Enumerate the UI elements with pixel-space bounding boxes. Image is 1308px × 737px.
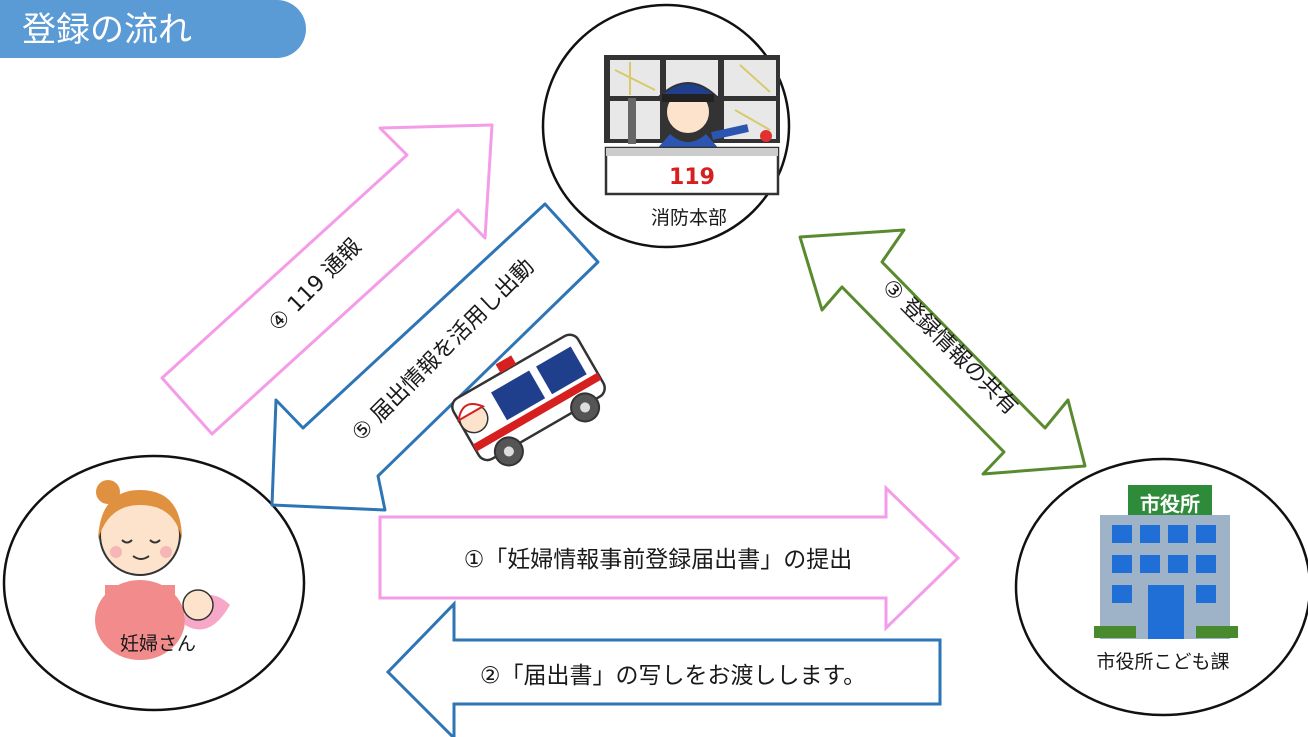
city-hall-illustration: 市役所 — [1094, 485, 1238, 639]
step3-arrow — [798, 228, 1087, 476]
step1-label: ①「妊婦情報事前登録届出書」の提出 — [464, 547, 853, 573]
city-hall-sign: 市役所 — [1140, 492, 1200, 516]
header: 登録の流れ — [0, 0, 306, 58]
dispatcher-illustration: 119 — [604, 55, 780, 196]
page-title: 登録の流れ — [22, 10, 192, 50]
pregnant-woman-illustration — [95, 480, 230, 660]
step4-arrow — [160, 123, 494, 436]
header-bg — [0, 0, 306, 58]
ambulance-illustration — [451, 333, 606, 467]
step5-arrow — [270, 202, 600, 512]
step1-arrow — [378, 484, 961, 632]
step2-label: ②「届出書」の写しをお渡しします。 — [480, 663, 866, 689]
fire-hq-sign: 119 — [669, 165, 715, 190]
fire-hq-label: 消防本部 — [651, 207, 727, 229]
pregnant-label: 妊婦さん — [120, 633, 196, 655]
step2-arrow — [385, 600, 942, 737]
city-hall-label: 市役所こども課 — [1096, 651, 1229, 673]
